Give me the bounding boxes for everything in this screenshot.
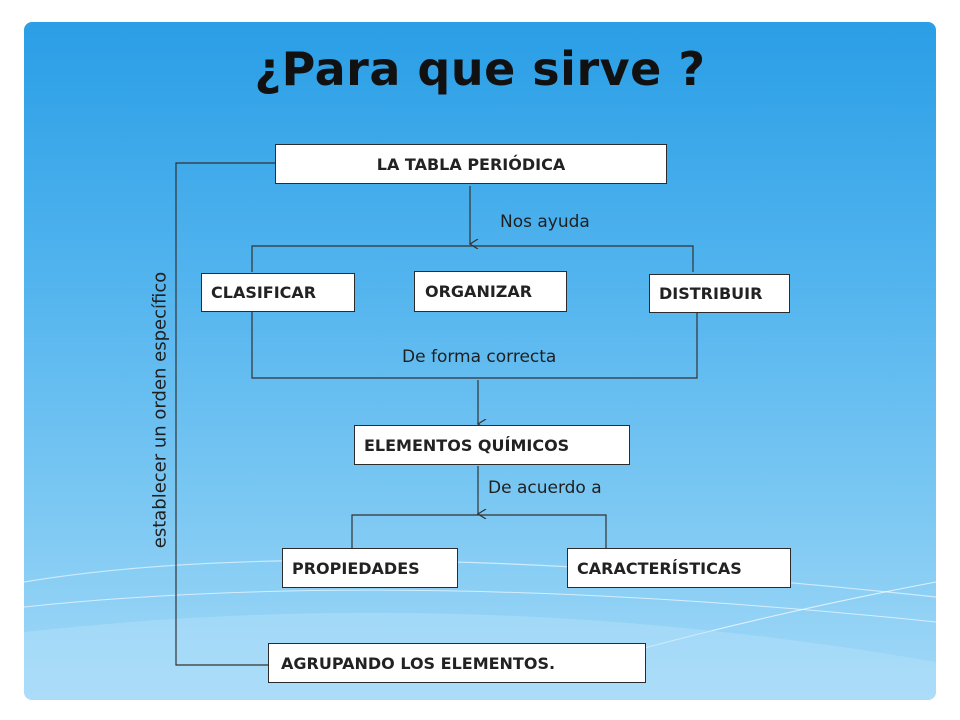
action-node-distribuir: DISTRIBUIR (649, 274, 790, 313)
slide-title: ¿Para que sirve ? (254, 42, 706, 96)
bracket-attributes (351, 514, 607, 548)
side-loop-line (175, 162, 276, 666)
bottom-node: AGRUPANDO LOS ELEMENTOS. (268, 643, 646, 683)
root-node: LA TABLA PERIÓDICA (275, 144, 667, 184)
middle-node: ELEMENTOS QUÍMICOS (354, 425, 630, 465)
edge-label-nos-ayuda: Nos ayuda (500, 212, 590, 232)
action-node-clasificar: CLASIFICAR (201, 273, 355, 312)
edge-label-de-acuerdo: De acuerdo a (488, 478, 602, 498)
edge-label-de-forma-correcta: De forma correcta (402, 347, 557, 367)
bracket-actions-top (251, 245, 694, 272)
attribute-node-caracteristicas: CARACTERÍSTICAS (567, 548, 791, 588)
action-node-organizar: ORGANIZAR (414, 271, 567, 312)
bracket-actions-bottom (251, 312, 698, 379)
attribute-node-propiedades: PROPIEDADES (282, 548, 458, 588)
side-label: establecer un orden específico (149, 271, 171, 549)
